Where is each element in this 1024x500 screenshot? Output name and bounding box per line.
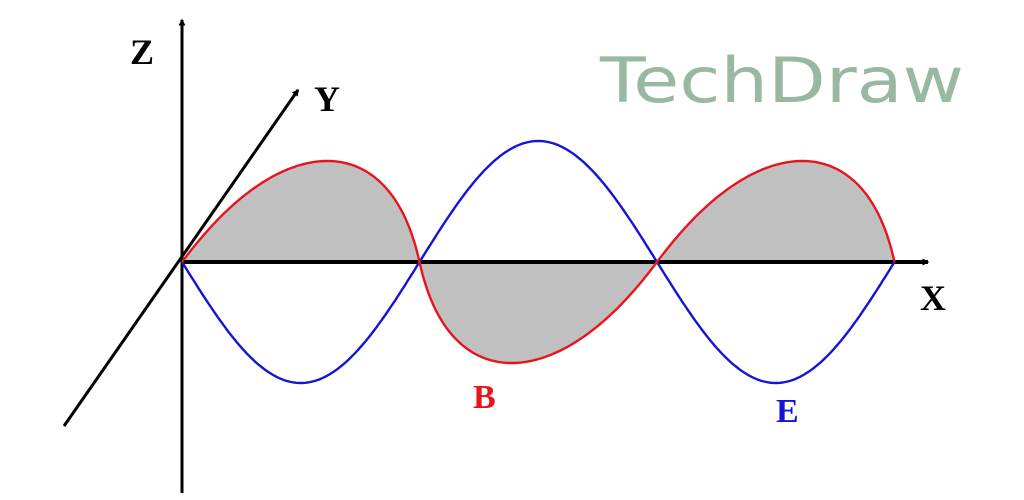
techdraw-watermark: TechDraw [599, 44, 964, 117]
magnetic-field-lobe-3 [657, 161, 895, 262]
x-axis-label: X [920, 278, 946, 318]
y-axis [62, 88, 300, 427]
y-axis-label: Y [314, 79, 340, 119]
magnetic-field-label: B [473, 379, 496, 416]
electric-field-label: E [776, 393, 799, 430]
magnetic-field-lobe-2 [419, 262, 657, 363]
magnetic-field-wave [181, 159, 896, 365]
electric-field-wave [180, 139, 896, 385]
magnetic-field-lobe-1 [182, 161, 420, 262]
z-axis-label: Z [130, 32, 154, 72]
